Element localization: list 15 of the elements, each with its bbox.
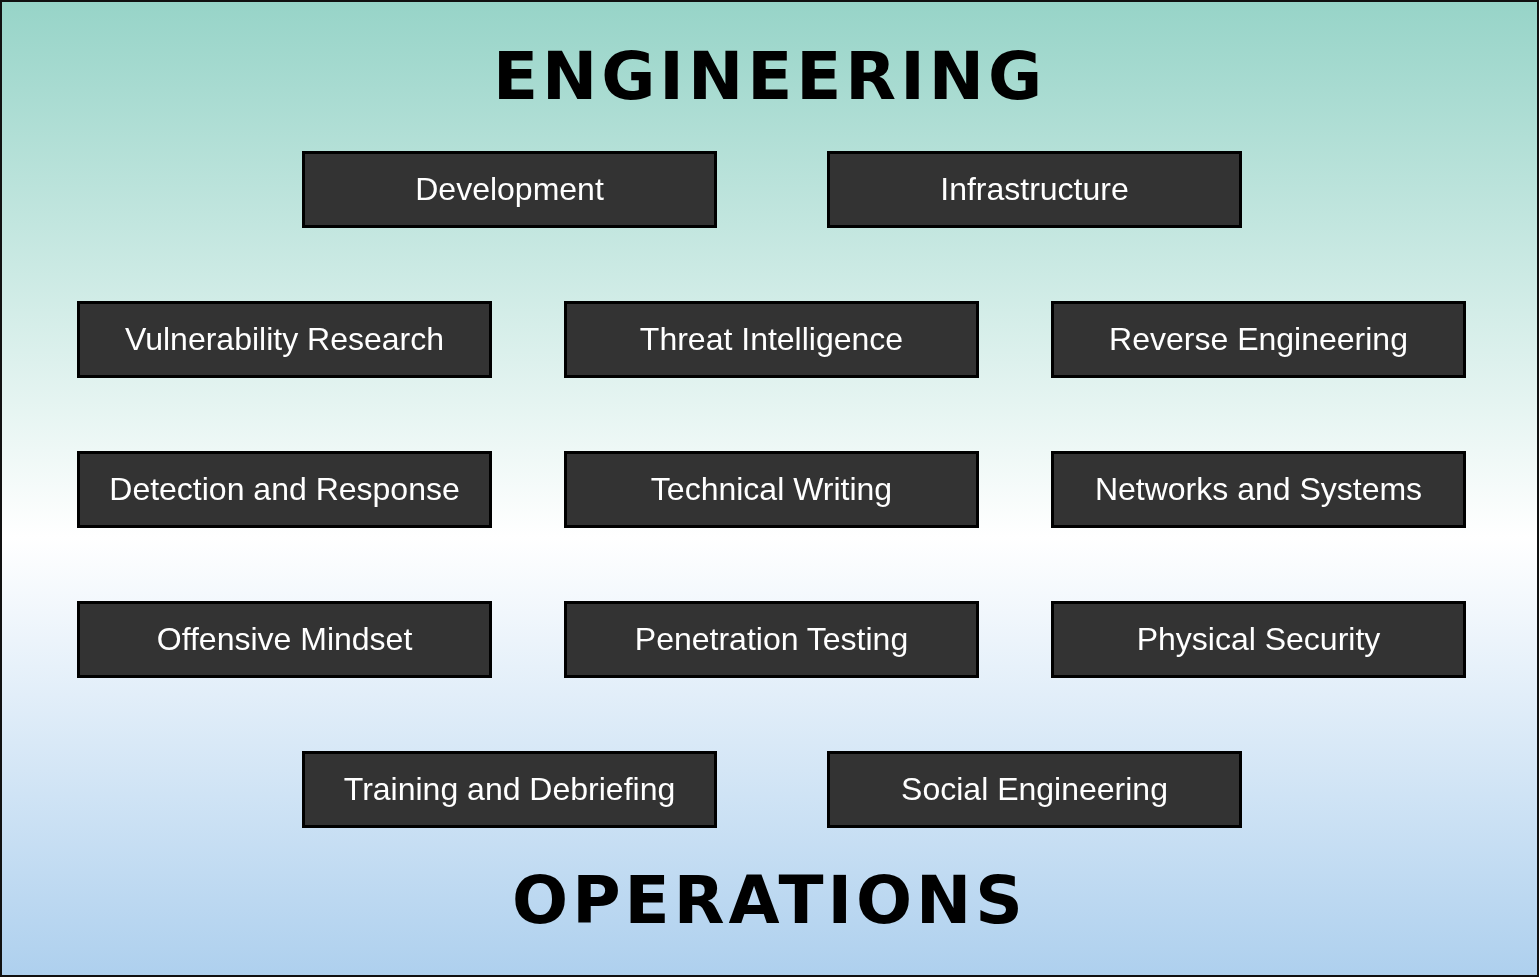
topic-box: Detection and Response [77, 451, 492, 528]
topic-box: Infrastructure [827, 151, 1242, 228]
topic-box: Networks and Systems [1051, 451, 1466, 528]
topic-box: Offensive Mindset [77, 601, 492, 678]
section-title: ENGINEERING [491, 44, 1048, 110]
topic-box: Vulnerability Research [77, 301, 492, 378]
topic-box: Social Engineering [827, 751, 1242, 828]
topic-box: Reverse Engineering [1051, 301, 1466, 378]
topic-box: Training and Debriefing [302, 751, 717, 828]
topic-box: Penetration Testing [564, 601, 979, 678]
section-title: OPERATIONS [511, 868, 1028, 934]
topic-box: Physical Security [1051, 601, 1466, 678]
topic-box: Threat Intelligence [564, 301, 979, 378]
topic-box: Development [302, 151, 717, 228]
topic-box: Technical Writing [564, 451, 979, 528]
